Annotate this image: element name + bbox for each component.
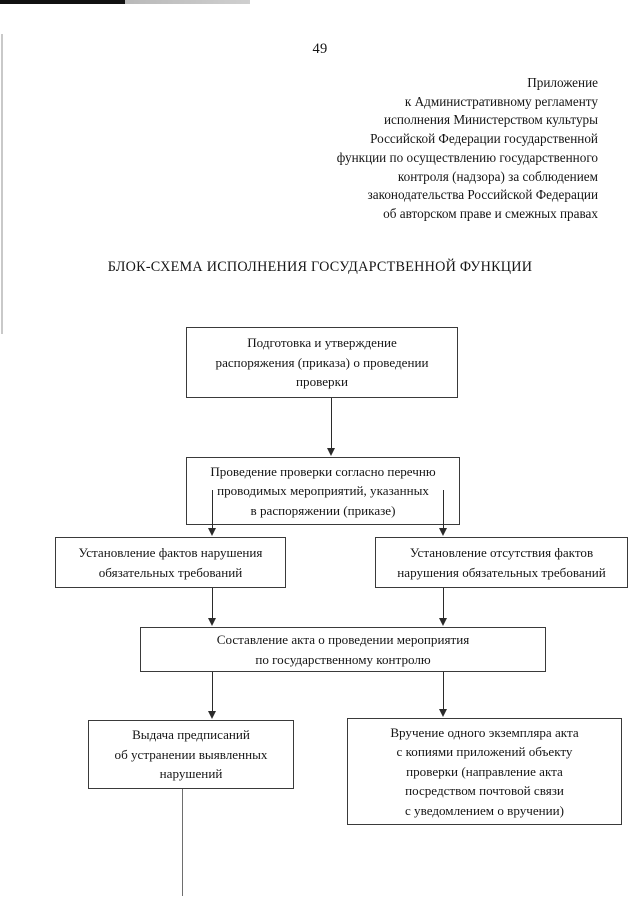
connector-act-drafting-to-order-issuance (212, 672, 213, 713)
node-text-line: по государственному контролю (255, 651, 431, 667)
node-text-line: Проведение проверки согласно перечню (210, 463, 436, 479)
header-line: к Административному регламенту (404, 93, 598, 109)
node-text-line: с копиями приложений объекту (396, 744, 573, 760)
node-text-line: проверки (296, 374, 348, 390)
arrowhead-icon (208, 711, 216, 719)
scan-edge-artifact-top (0, 0, 250, 4)
node-text-line: в распоряжении (приказе) (250, 502, 396, 518)
connector-no-violations-to-act-drafting (443, 588, 444, 620)
node-text-line: с уведомлением о вручении) (404, 802, 565, 818)
node-text-line: проверки (направление акта (406, 763, 563, 779)
header-line: Приложение (527, 75, 598, 90)
node-text-line: распоряжения (приказа) о проведении (215, 354, 429, 370)
arrowhead-icon (439, 528, 447, 536)
flowchart-node-act-drafting: Составление акта о проведении мероприяти… (140, 627, 546, 672)
node-text-line: Установление отсутствия фактов (409, 545, 594, 560)
connector-order-issuance-continues (182, 789, 183, 896)
connector-preparation-to-inspection (331, 398, 332, 449)
arrowhead-icon (208, 528, 216, 536)
node-text-line: обязательных требований (98, 564, 243, 580)
node-text-line: нарушений (159, 766, 223, 782)
arrowhead-icon (208, 618, 216, 626)
node-text-line: Установление фактов нарушения (78, 545, 263, 560)
header-line: контроля (надзора) за соблюдением (397, 168, 598, 184)
node-text-line: нарушения обязательных требований (397, 564, 606, 580)
node-text-line: Вручение одного экземпляра акта (390, 724, 579, 740)
connector-inspection-to-no-violations (443, 490, 444, 530)
scan-edge-artifact-left (1, 34, 3, 334)
document-title: БЛОК-СХЕМА ИСПОЛНЕНИЯ ГОСУДАРСТВЕННОЙ ФУ… (107, 259, 533, 275)
connector-inspection-to-violations-found (212, 490, 213, 530)
arrowhead-icon (327, 448, 335, 456)
flowchart-node-inspection: Проведение проверки согласно перечню про… (186, 457, 460, 525)
header-line: об авторском праве и смежных правах (383, 205, 598, 221)
flowchart-node-no-violations: Установление отсутствия фактов нарушения… (375, 537, 628, 588)
flowchart-node-preparation: Подготовка и утверждение распоряжения (п… (186, 327, 458, 398)
node-text-line: посредством почтовой связи (405, 783, 564, 799)
node-text-line: проводимых мероприятий, указанных (217, 483, 429, 499)
flowchart-node-violations-found: Установление фактов нарушения обязательн… (55, 537, 286, 588)
arrowhead-icon (439, 618, 447, 626)
arrowhead-icon (439, 709, 447, 717)
flowchart-node-act-delivery: Вручение одного экземпляра акта с копиям… (347, 718, 622, 825)
header-line: функции по осуществлению государственног… (336, 149, 598, 165)
node-text-line: Составление акта о проведении мероприяти… (216, 632, 470, 647)
header-line: Российской Федерации государственной (370, 131, 598, 147)
node-text-line: Выдача предписаний (132, 727, 250, 743)
connector-act-drafting-to-act-delivery (443, 672, 444, 711)
header-line: законодательства Российской Федерации (367, 187, 598, 203)
flowchart-node-order-issuance: Выдача предписаний об устранении выявлен… (88, 720, 294, 789)
appendix-header: Приложение к Административному регламент… (258, 74, 598, 224)
page-number: 49 (312, 41, 328, 57)
node-text-line: об устранении выявленных (114, 746, 268, 762)
node-text-line: Подготовка и утверждение (247, 335, 397, 351)
header-line: исполнения Министерством культуры (383, 112, 598, 128)
connector-violations-found-to-act-drafting (212, 588, 213, 620)
